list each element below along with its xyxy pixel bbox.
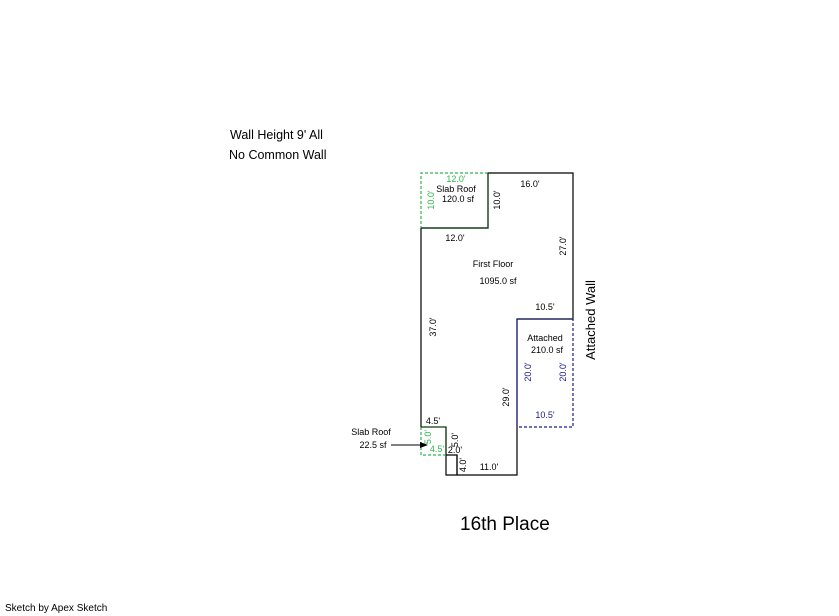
- dim-slab-bottom-w: 12.0': [445, 233, 465, 243]
- attached-dashed: [517, 318, 574, 428]
- dim-small-left-h: 5.0': [423, 430, 433, 445]
- wall-height-note: Wall Height 9' All: [230, 128, 323, 142]
- sketch-title: 16th Place: [460, 514, 550, 535]
- step-outline: [446, 454, 458, 475]
- slab-roof-arrow-head: [420, 442, 428, 448]
- dim-attached-top-w: 10.5': [535, 302, 555, 312]
- dim-slab-right-h: 10.0': [492, 190, 502, 210]
- dim-step-w: 2.0': [448, 445, 463, 455]
- dim-slab-top-w: 12.0': [446, 174, 466, 184]
- slab-roof-top-edge: [421, 173, 489, 229]
- sketch-credit: Sketch by Apex Sketch: [5, 603, 108, 614]
- dim-small-right-h: 5.0': [450, 433, 460, 448]
- attached-area: 210.0 sf: [531, 345, 564, 355]
- dim-step-h: 4.0': [458, 458, 468, 473]
- attached-wall-label: Attached Wall: [583, 280, 598, 360]
- slab-roof-small-dashed: [420, 427, 446, 456]
- dim-small-bottom-w: 4.5': [430, 444, 445, 454]
- dim-bottom-w: 11.0': [480, 462, 499, 472]
- common-wall-note: No Common Wall: [229, 148, 327, 162]
- first-floor-outline: [420, 172, 574, 476]
- dim-small-top-w: 4.5': [426, 416, 441, 426]
- slab-roof-top-dashed: [420, 172, 488, 228]
- slab-roof-small-name: Slab Roof: [351, 427, 391, 437]
- dim-slab-left-h: 10.0': [426, 190, 436, 210]
- dim-left-h: 37.0': [428, 317, 438, 337]
- dim-attached-left-h: 20.0': [523, 362, 533, 382]
- slab-roof-top-area: 120.0 sf: [442, 194, 475, 204]
- dim-right-h: 27.0': [558, 236, 568, 256]
- first-floor-name: First Floor: [473, 259, 514, 269]
- slab-roof-top-name: Slab Roof: [436, 184, 476, 194]
- first-floor-area: 1095.0 sf: [479, 276, 517, 286]
- slab-roof-small-area: 22.5 sf: [359, 440, 387, 450]
- slab-roof-small-edge: [421, 426, 447, 455]
- dim-top-w: 16.0': [520, 179, 540, 189]
- attached-name: Attached: [527, 333, 563, 343]
- dim-attached-right-h: 20.0': [558, 362, 568, 382]
- dim-lower-inner-h: 29.0': [501, 387, 511, 407]
- dim-attached-bottom-w: 10.5': [535, 410, 555, 420]
